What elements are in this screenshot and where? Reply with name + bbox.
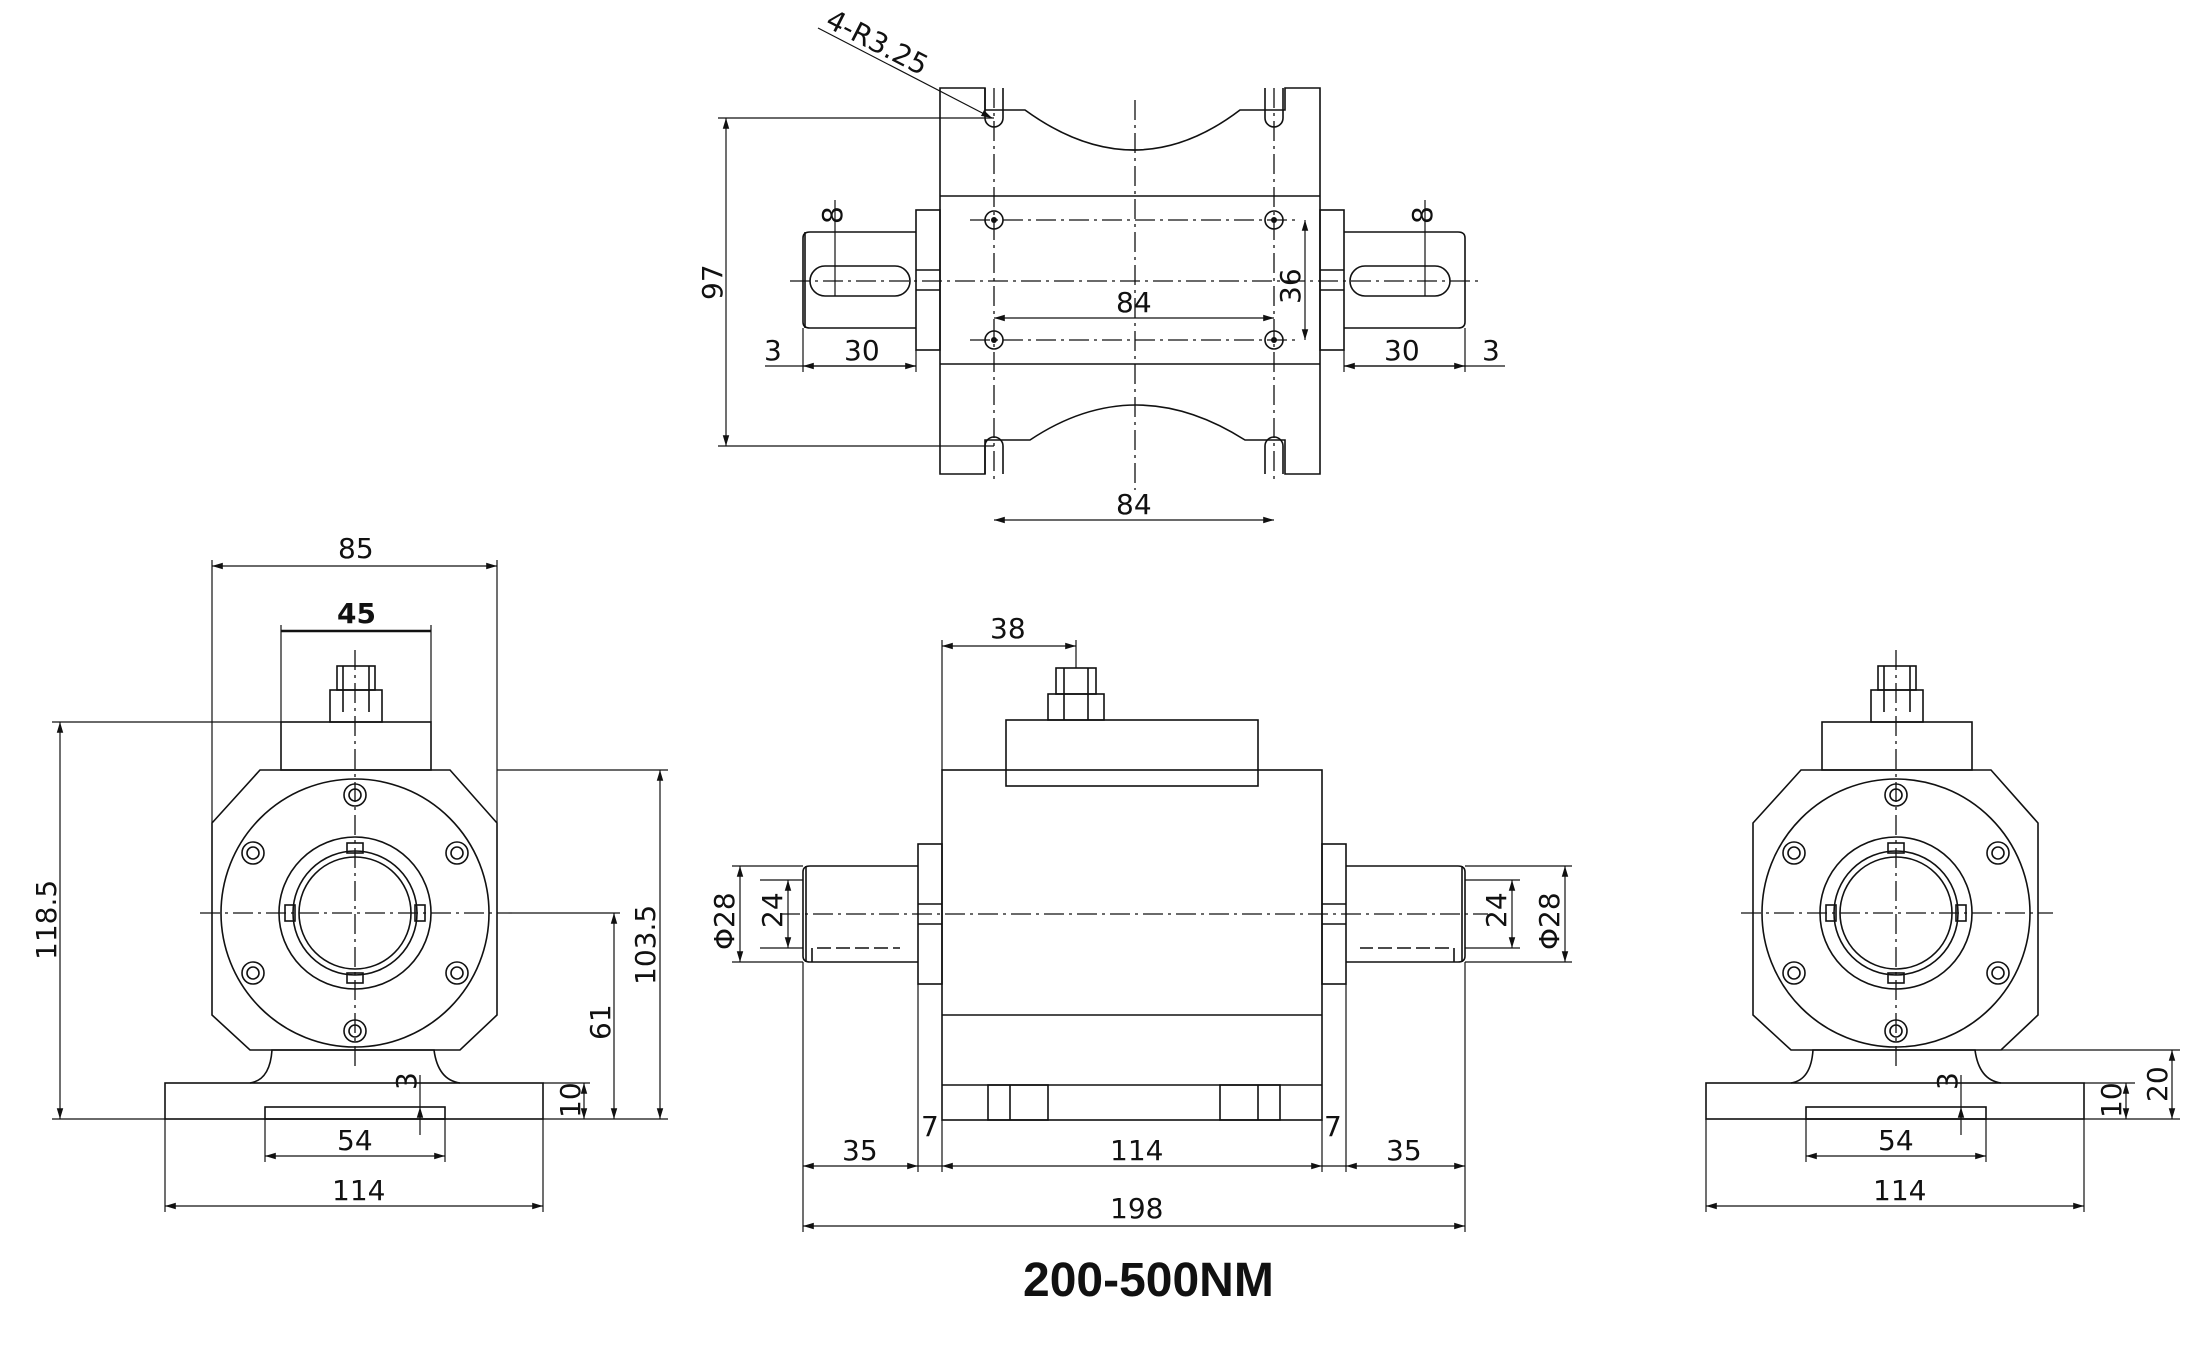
shaft-len-right-label: 30: [1384, 334, 1420, 367]
top-body-outline: [939, 87, 1321, 475]
hole-spacing-vertical-label: 36: [1274, 268, 1307, 304]
shaft-step-right-label: 3: [1482, 334, 1500, 367]
housing-height-label: 103.5: [629, 905, 662, 985]
left-side-view: 85 45 118.5 103.5 61 10 3 54: [30, 532, 668, 1212]
right-base-width-label: 114: [1873, 1174, 1926, 1207]
right-base-thickness-label: 10: [2095, 1082, 2128, 1118]
total-height-label: 118.5: [30, 880, 63, 960]
foot-width-label: 54: [337, 1124, 373, 1157]
body-length-label: 114: [1110, 1134, 1163, 1167]
key-right-label: 24: [1480, 892, 1513, 928]
front-view: 38 Φ28 24 24 Φ28 35 7 114 7 35: [708, 612, 1572, 1232]
gap-right-label: 7: [1324, 1110, 1342, 1143]
gap-left-label: 7: [921, 1110, 939, 1143]
key-left-label: 24: [756, 892, 789, 928]
shaft-dia-left-label: Φ28: [708, 892, 741, 950]
base-width-label: 114: [332, 1174, 385, 1207]
top-view: 4-R3.25 97 8 8 84 36 3 30 30 3 84: [696, 3, 1505, 524]
right-base-offset-label: 3: [1931, 1072, 1964, 1090]
base-offset-label: 3: [390, 1072, 423, 1090]
shaft-right-label: 35: [1386, 1134, 1422, 1167]
shaft-dia-right-label: Φ28: [1533, 892, 1566, 950]
base-thickness-label: 10: [554, 1082, 587, 1118]
slot-width-left-label: 8: [816, 206, 849, 224]
center-height-label: 61: [584, 1004, 617, 1040]
connector-width-label: 45: [337, 597, 376, 630]
mount-spacing-label: 84: [1116, 488, 1152, 521]
right-side-view: 3 10 20 54 114: [1705, 650, 2180, 1212]
right-foot-width-label: 54: [1878, 1124, 1914, 1157]
connector-offset-label: 38: [990, 612, 1026, 645]
overall-length-label: 198: [1110, 1192, 1163, 1225]
model-title: 200-500NM: [1023, 1254, 1274, 1307]
hole-callout-label: 4-R3.25: [821, 3, 934, 82]
center-base-label: 20: [2141, 1066, 2174, 1102]
shaft-step-left-label: 3: [764, 334, 782, 367]
shaft-left-label: 35: [842, 1134, 878, 1167]
width-85-label: 85: [338, 532, 374, 565]
hole-spacing-inner-label: 84: [1116, 286, 1152, 319]
slot-width-right-label: 8: [1406, 206, 1439, 224]
shaft-len-left-label: 30: [844, 334, 880, 367]
height-97-label: 97: [696, 264, 729, 300]
